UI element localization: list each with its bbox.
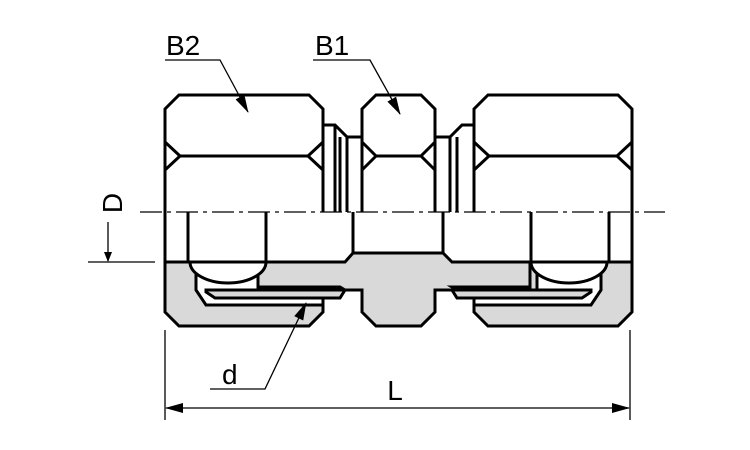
label-d: d (222, 359, 238, 390)
right-nut (472, 93, 634, 212)
leader-B1: B1 (313, 30, 401, 115)
dimension-L: L (164, 330, 631, 420)
left-nut-b2 (163, 93, 325, 212)
dimension-d: d (210, 302, 307, 390)
section-view (163, 251, 634, 328)
label-L: L (387, 375, 403, 406)
leader-B2: B2 (165, 30, 249, 113)
label-B2: B2 (166, 30, 200, 61)
label-B1: B1 (315, 30, 349, 61)
center-body-b1 (360, 93, 437, 212)
label-D: D (97, 193, 128, 213)
dimension-D: D (88, 193, 155, 263)
section-upper-outlines (163, 212, 634, 262)
